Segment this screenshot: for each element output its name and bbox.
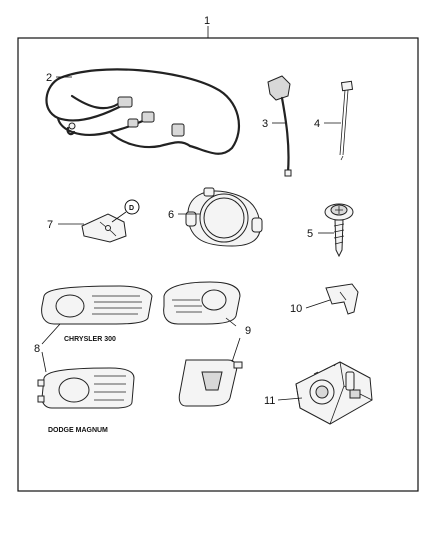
bezel-right-lower xyxy=(178,359,243,407)
wiring-harness xyxy=(45,68,241,155)
cable-tie xyxy=(339,80,354,161)
callout-3: 3 xyxy=(262,118,268,130)
fog-lamp xyxy=(185,187,263,247)
callout-11-leader xyxy=(277,397,303,401)
clip-badge-circle xyxy=(124,199,140,215)
mounting-bracket xyxy=(325,283,359,315)
pigtail-connector xyxy=(267,75,292,177)
callout-5: 5 xyxy=(307,228,313,240)
bezel-right-upper xyxy=(163,281,241,325)
callout-6: 6 xyxy=(168,209,174,221)
callout-7: 7 xyxy=(47,219,53,231)
headlamp-switch xyxy=(295,361,373,425)
callout-4: 4 xyxy=(314,118,320,130)
dodge-magnum-bezel xyxy=(37,367,135,409)
chrysler-300-bezel xyxy=(41,285,153,325)
callout-9-leader-a xyxy=(225,317,237,327)
callout-2: 2 xyxy=(46,72,52,84)
caption-chrysler-300: CHRYSLER 300 xyxy=(64,336,116,343)
clip-badge-label: D xyxy=(129,205,134,212)
screw xyxy=(324,203,354,258)
callout-8-leader-b xyxy=(41,351,47,373)
callout-10: 10 xyxy=(290,303,302,315)
callout-10-leader xyxy=(305,299,331,309)
callout-8-leader-a xyxy=(41,323,61,345)
diagram-frame xyxy=(17,37,419,492)
callout-8: 8 xyxy=(34,343,40,355)
callout-9-leader-b xyxy=(231,337,241,363)
caption-dodge-magnum: DODGE MAGNUM xyxy=(48,427,108,434)
clip-badge-leader xyxy=(111,211,127,223)
callout-11: 11 xyxy=(264,395,275,407)
callout-9: 9 xyxy=(245,325,251,337)
callout-1: 1 xyxy=(204,15,210,27)
clip-nut xyxy=(81,213,127,243)
